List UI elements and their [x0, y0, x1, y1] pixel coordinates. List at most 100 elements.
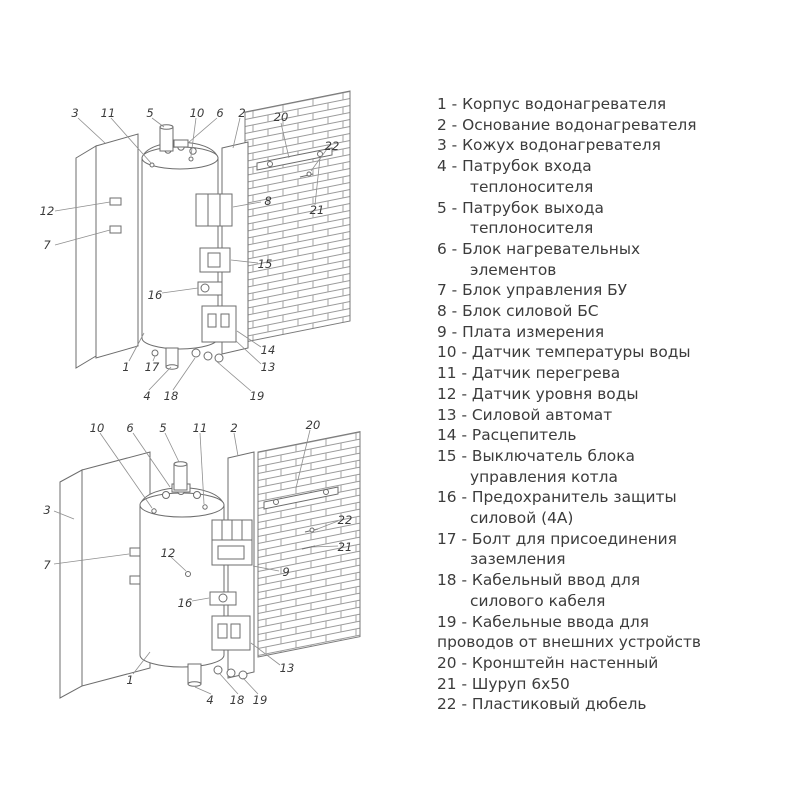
leader-line-13	[250, 642, 281, 666]
housing-cover	[75, 133, 139, 369]
leader-line-11	[110, 117, 152, 164]
callout-number-8: 8	[264, 194, 271, 208]
leader-line-4	[194, 686, 212, 695]
legend-line: силовой (4А)	[470, 509, 574, 528]
leader-line-10	[99, 432, 153, 509]
legend-line: 8 - Блок силовой БС	[437, 302, 599, 321]
legend-item-10: 10 - Датчик температуры воды	[437, 342, 793, 363]
legend-line: 17 - Болт для присоединения	[437, 529, 677, 548]
callout-number-1: 1	[122, 360, 129, 374]
legend-item-14: 14 - Расцепитель	[437, 425, 793, 446]
callout-number-11: 11	[101, 106, 116, 120]
leader-line-13	[235, 340, 262, 365]
circuit-breaker	[201, 305, 237, 343]
legend-item-9: 9 - Плата измерения	[437, 322, 793, 343]
leader-line-21	[311, 545, 339, 548]
overheat-sensor	[149, 162, 155, 168]
electrical-components	[209, 519, 253, 651]
legend-item-21: 21 - Шуруп 6х50	[437, 674, 793, 695]
callout-number-2: 2	[230, 421, 237, 435]
callout-number-13: 13	[280, 661, 295, 675]
bottom-fittings	[151, 347, 224, 370]
leader-line-1	[128, 332, 145, 362]
callout-number-4: 4	[206, 693, 213, 707]
leader-line-8	[232, 201, 262, 208]
callout-number-20: 20	[274, 110, 289, 124]
bracket-screw	[273, 499, 279, 505]
leader-line-19	[242, 677, 259, 695]
plastic-dowel-head	[306, 171, 312, 177]
legend-line: 11 - Датчик перегрева	[437, 364, 621, 383]
cable-gland	[191, 348, 201, 358]
leader-line-18	[219, 673, 239, 695]
legend-line: заземления	[470, 550, 566, 569]
leader-line-16	[191, 597, 210, 602]
legend-item-5: 5 - Патрубок выхода теплоносителя	[437, 198, 793, 239]
cable-gland	[203, 351, 213, 361]
leader-line-5	[164, 432, 180, 463]
wall-bracket	[263, 486, 339, 550]
legend-line: управления котла	[470, 467, 618, 486]
callout-number-7: 7	[43, 238, 51, 252]
callout-number-3: 3	[71, 106, 78, 120]
legend-line: 10 - Датчик температуры воды	[437, 343, 691, 362]
ground-bolt	[151, 349, 159, 357]
leader-line-14	[236, 330, 262, 348]
legend-line: теплоносителя	[470, 177, 594, 196]
callout-number-3: 3	[43, 503, 50, 517]
plastic-dowel-head	[309, 527, 315, 533]
outlet-pipe-rim	[173, 461, 188, 467]
legend-line: 22 - Пластиковый дюбель	[437, 695, 647, 714]
callout-number-19: 19	[250, 389, 265, 403]
legend-line: 16 - Предохранитель защиты	[437, 488, 677, 507]
legend-item-1: 1 - Корпус водонагревателя	[437, 94, 793, 115]
callout-number-6: 6	[126, 421, 133, 435]
legend-line: теплоносителя	[470, 219, 594, 238]
callout-number-13: 13	[261, 360, 276, 374]
leader-line-20	[280, 122, 290, 159]
callout-number-11: 11	[193, 421, 208, 435]
leader-line-19	[214, 359, 252, 392]
leader-line-16	[161, 287, 199, 294]
callout-number-4: 4	[143, 389, 150, 403]
cable-gland	[214, 353, 224, 363]
heating-element-nut	[189, 147, 197, 155]
housing-cover	[59, 451, 151, 699]
legend-line: 5 - Патрубок выхода	[437, 198, 604, 217]
callout-number-5: 5	[159, 421, 166, 435]
leader-line-1	[132, 651, 151, 675]
legend-line: 21 - Шуруп 6х50	[437, 674, 570, 693]
leader-line-9	[252, 565, 280, 572]
leader-line-11	[199, 432, 205, 505]
leader-line-22	[314, 520, 339, 531]
callout-number-10: 10	[190, 106, 205, 120]
heating-element-nut	[162, 491, 170, 499]
callout-number-19: 19	[253, 693, 268, 707]
leader-line-4	[148, 366, 172, 391]
bottom-fittings	[187, 663, 248, 687]
leader-line-18	[172, 357, 196, 391]
callout-number-10: 10	[90, 421, 105, 435]
callout-number-7: 7	[43, 558, 51, 572]
callout-number-20: 20	[306, 418, 321, 432]
legend-line: 2 - Основание водонагревателя	[437, 115, 697, 134]
legend-line: 14 - Расцепитель	[437, 426, 577, 445]
callout-number-14: 14	[261, 343, 276, 357]
legend-item-16: 16 - Предохранитель защиты силовой (4А)	[437, 487, 793, 528]
legend-item-7: 7 - Блок управления БУ	[437, 280, 793, 301]
callout-number-2: 2	[238, 106, 245, 120]
legend-item-22: 22 - Пластиковый дюбель	[437, 694, 793, 715]
brick-wall	[244, 90, 351, 343]
control-unit	[109, 225, 122, 234]
inlet-pipe	[165, 347, 179, 368]
legend-item-13: 13 - Силовой автомат	[437, 405, 793, 426]
legend-line: 13 - Силовой автомат	[437, 405, 613, 424]
legend-line: 3 - Кожух водонагревателя	[437, 136, 661, 155]
legend-item-12: 12 - Датчик уровня воды	[437, 384, 793, 405]
leader-line-5	[151, 117, 165, 128]
